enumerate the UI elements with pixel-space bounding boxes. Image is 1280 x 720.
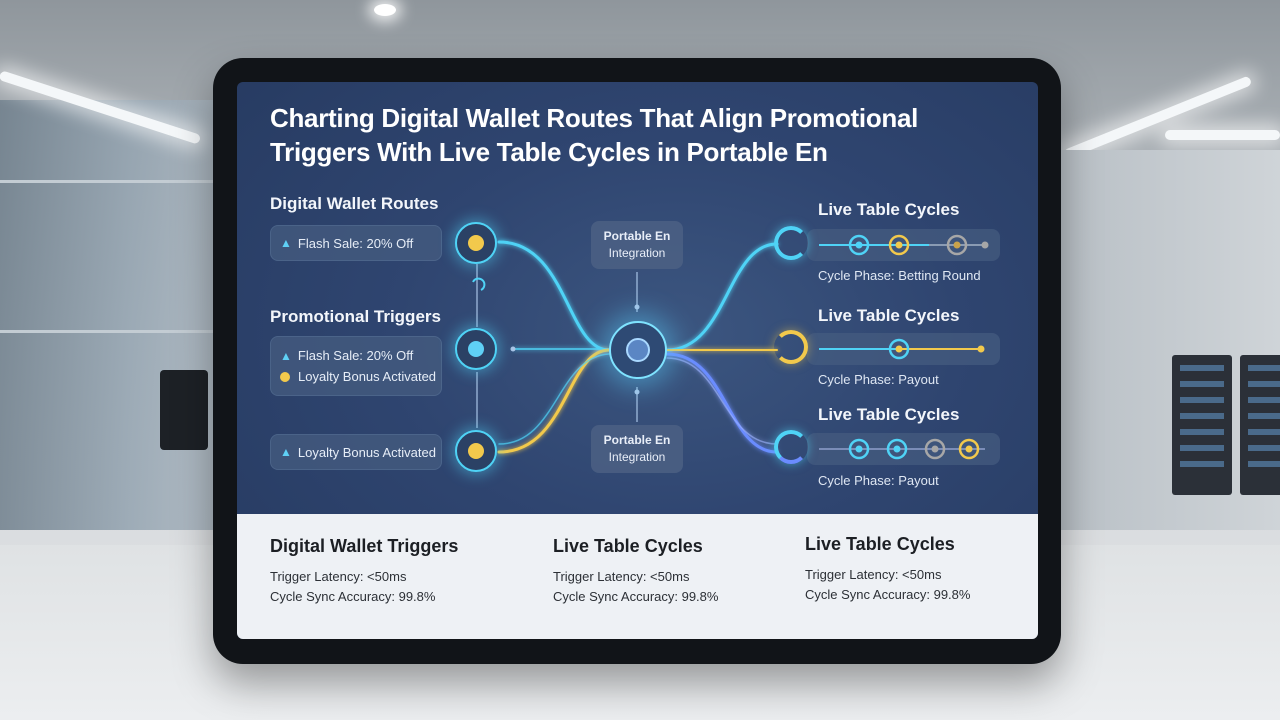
stat-latency: Trigger Latency: <50ms [805,565,970,585]
speaker-icon: ▲ [280,236,292,250]
connector-dot [511,347,516,352]
stat-latency: Trigger Latency: <50ms [553,567,718,587]
live-table-cycles-heading: Live Table Cycles [818,405,959,425]
wallet-node-middle[interactable] [455,328,497,370]
tablet-screen: Charting Digital Wallet Routes That Alig… [237,82,1038,639]
promotional-triggers-heading: Promotional Triggers [270,307,441,327]
route-line-top-right [667,244,777,350]
wallet-node-icon [468,235,484,251]
stat-card-live-table-cycles-2: Live Table Cycles Trigger Latency: <50ms… [805,534,970,605]
cycle-ring-icon [774,226,808,260]
central-hub[interactable] [609,321,667,379]
trigger-pill-loyalty[interactable]: ▲ Loyalty Bonus Activated [270,434,442,470]
trigger-pill-flash-sale[interactable]: ▲ Flash Sale: 20% Off [270,225,442,261]
cycle-ring-icon [774,330,808,364]
integration-box-bottom[interactable]: Portable En Integration [591,425,683,473]
sync-arc-icon [473,279,484,290]
background-chair [160,370,208,450]
stat-card-live-table-cycles: Live Table Cycles Trigger Latency: <50ms… [553,536,718,607]
route-line-bottom-right [667,354,777,452]
wallet-node-bottom[interactable] [455,430,497,472]
trigger-label: Loyalty Bonus Activated [298,369,436,384]
integration-title: Portable En [591,432,683,449]
ceiling-light [1063,75,1252,159]
stat-title: Live Table Cycles [805,534,970,555]
background-window [0,100,215,530]
connector-dot [635,390,640,395]
speaker-icon: ▲ [280,349,292,363]
wallet-routes-heading: Digital Wallet Routes [270,194,438,214]
cycle-phase-label: Cycle Phase: Betting Round [818,268,981,283]
trigger-label: Loyalty Bonus Activated [298,445,436,460]
trigger-label: Flash Sale: 20% Off [298,236,413,251]
stat-accuracy: Cycle Sync Accuracy: 99.8% [270,587,458,607]
ceiling-light [1165,130,1280,140]
wallet-node-icon [468,341,484,357]
cycle-progress-2 [809,333,999,365]
stat-latency: Trigger Latency: <50ms [270,567,458,587]
hub-icon [626,338,650,362]
trigger-label: Flash Sale: 20% Off [298,348,413,363]
loyalty-dot-icon [280,372,290,382]
cycle-phase-label: Cycle Phase: Payout [818,473,939,488]
cycle-ring-icon [774,430,808,464]
cycle-progress-3 [809,433,999,465]
stat-card-wallet-triggers: Digital Wallet Triggers Trigger Latency:… [270,536,458,607]
stats-footer: Digital Wallet Triggers Trigger Latency:… [237,514,1038,639]
cycle-progress-1 [809,229,999,261]
stat-title: Digital Wallet Triggers [270,536,458,557]
background-server-rack [1240,355,1280,495]
integration-box-top[interactable]: Portable En Integration [591,221,683,269]
route-line-bottom-right-alt [667,358,777,444]
wallet-node-top[interactable] [455,222,497,264]
integration-subtitle: Integration [591,449,683,466]
wallet-node-icon [468,443,484,459]
stat-accuracy: Cycle Sync Accuracy: 99.8% [553,587,718,607]
integration-title: Portable En [591,228,683,245]
live-table-cycles-heading: Live Table Cycles [818,200,959,220]
trigger-pill-combined[interactable]: ▲ Flash Sale: 20% Off Loyalty Bonus Acti… [270,336,442,396]
integration-subtitle: Integration [591,245,683,262]
connector-dot [635,305,640,310]
stat-accuracy: Cycle Sync Accuracy: 99.8% [805,585,970,605]
ceiling-spotlight [374,4,396,16]
cycle-phase-label: Cycle Phase: Payout [818,372,939,387]
background-server-rack [1172,355,1232,495]
speaker-icon: ▲ [280,445,292,459]
stat-title: Live Table Cycles [553,536,718,557]
background-window-frame [0,330,215,333]
live-table-cycles-heading: Live Table Cycles [818,306,959,326]
background-window-frame [0,180,215,183]
